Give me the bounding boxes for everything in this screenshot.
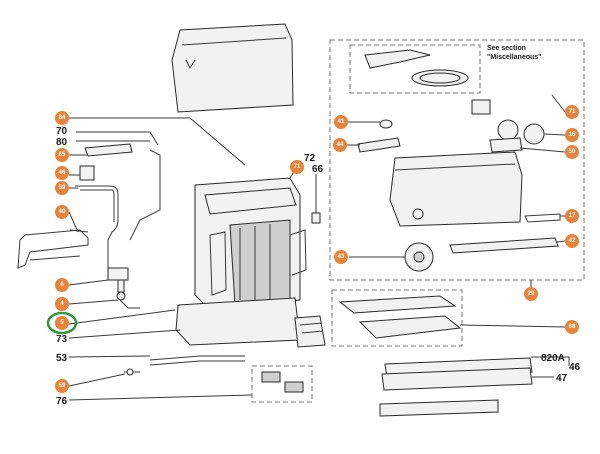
clips-box xyxy=(251,365,313,403)
callout-71-right: 71 xyxy=(565,105,579,119)
lower-right-panel xyxy=(331,289,463,347)
callout-50: 50 xyxy=(565,145,579,159)
callout-29: 29 xyxy=(524,287,538,301)
callout-6-label: 6 xyxy=(60,282,64,288)
callout-41: 41 xyxy=(334,115,348,129)
callout-29-label: 29 xyxy=(528,291,535,297)
callout-40: 40 xyxy=(55,205,69,219)
label-820a: 820A xyxy=(541,353,565,364)
callout-46: 46 xyxy=(55,166,69,180)
callout-71-right-label: 71 xyxy=(569,109,576,115)
callout-71-center-label: 71 xyxy=(294,164,301,170)
callout-41-label: 41 xyxy=(338,119,345,125)
callout-59-top-label: 59 xyxy=(59,185,66,191)
callout-17: 17 xyxy=(565,209,579,223)
callout-5-label: 5 xyxy=(60,320,64,326)
callout-46-label: 46 xyxy=(59,170,66,176)
label-70: 70 xyxy=(56,126,68,137)
callout-65: 65 xyxy=(55,148,69,162)
callout-43: 43 xyxy=(334,250,348,264)
callout-68: 68 xyxy=(565,320,579,334)
label-80: 80 xyxy=(56,137,68,148)
callout-59-bottom: 59 xyxy=(55,379,69,393)
callout-64-label: 64 xyxy=(59,115,66,121)
label-66: 66 xyxy=(312,164,324,175)
callout-4: 4 xyxy=(55,297,69,311)
note-line-1: See section xyxy=(487,45,526,52)
label-76: 76 xyxy=(56,396,68,407)
callout-42-label: 42 xyxy=(569,238,576,244)
callout-50-label: 50 xyxy=(569,149,576,155)
label-72: 72 xyxy=(304,153,316,164)
main-housing-part xyxy=(194,177,307,311)
callout-59-top: 59 xyxy=(55,181,69,195)
callout-44-label: 44 xyxy=(337,142,344,148)
callout-4-label: 4 xyxy=(60,301,64,307)
callout-5: 5 xyxy=(55,316,69,330)
callout-43-label: 43 xyxy=(338,254,345,260)
left-parts-group xyxy=(17,143,161,309)
callout-44: 44 xyxy=(333,138,347,152)
rod-part xyxy=(124,355,245,376)
callout-40-label: 40 xyxy=(59,209,66,215)
callout-64: 64 xyxy=(55,111,69,125)
base-tray-part xyxy=(175,297,326,348)
highlight-ring xyxy=(46,311,78,335)
callout-16-label: 16 xyxy=(569,132,576,138)
callout-68-label: 68 xyxy=(569,324,576,330)
callout-65-label: 65 xyxy=(59,152,66,158)
callout-6: 6 xyxy=(55,278,69,292)
right-dashed-panel xyxy=(329,39,585,281)
lid-part xyxy=(171,23,294,113)
rails-part xyxy=(379,357,533,417)
label-73: 73 xyxy=(56,334,68,345)
callout-71-center: 71 xyxy=(290,160,304,174)
label-47: 47 xyxy=(556,373,568,384)
callout-42: 42 xyxy=(565,234,579,248)
leader-lines xyxy=(67,94,570,401)
label-53: 53 xyxy=(56,353,68,364)
label-46: 46 xyxy=(569,362,581,373)
callout-16: 16 xyxy=(565,128,579,142)
callout-17-label: 17 xyxy=(569,213,576,219)
note-line-2: "Miscellaneous" xyxy=(487,54,542,61)
callout-59-bottom-label: 59 xyxy=(59,383,66,389)
